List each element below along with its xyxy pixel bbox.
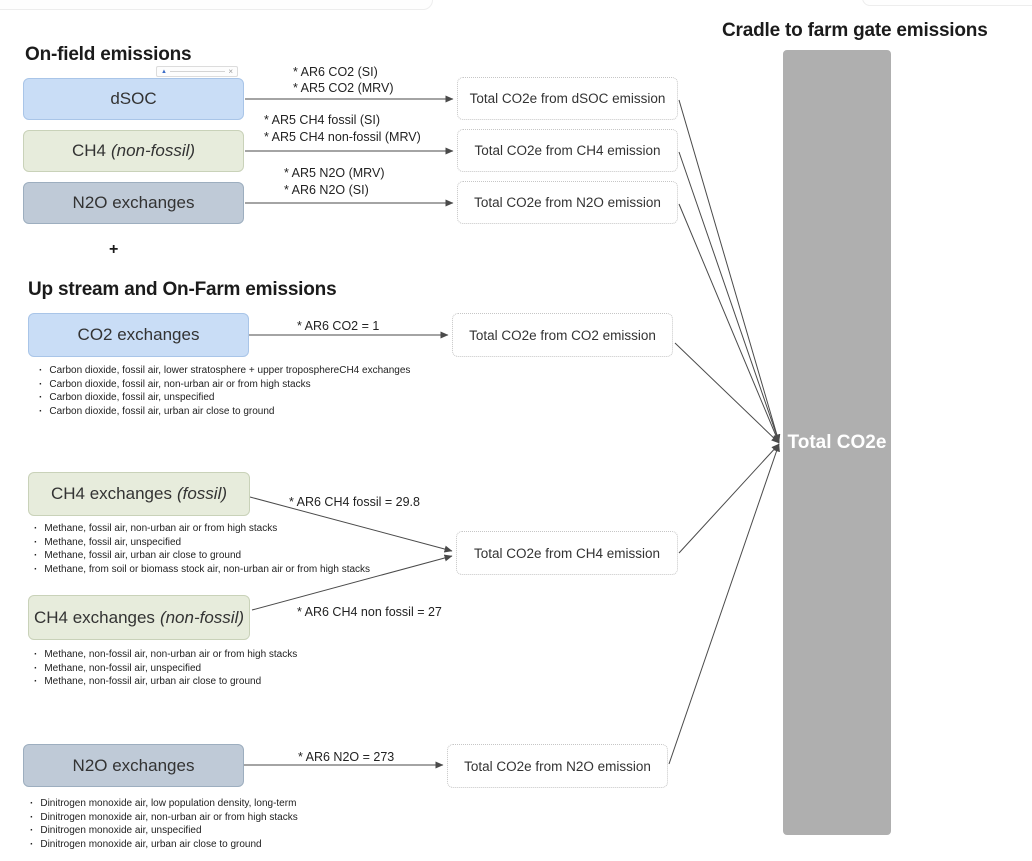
factor-ar6-ch4-fossil: * AR6 CH4 fossil = 29.8: [289, 495, 420, 509]
list-item: Methane, fossil air, non-urban air or fr…: [34, 524, 370, 534]
node-ch4-fossil-qualifier: (fossil): [176, 484, 228, 503]
total-box-dsoc: Total CO2e from dSOC emission: [457, 77, 678, 120]
list-item: Methane, from soil or biomass stock air,…: [34, 564, 370, 575]
comment-line: [169, 71, 226, 72]
comment-marker-icon: ▲: [161, 68, 167, 75]
n2o-exchange-list: Dinitrogen monoxide air, low population …: [30, 799, 298, 853]
list-item: Carbon dioxide, fossil air, urban air cl…: [39, 406, 410, 417]
factor-ar5-co2-mrv: * AR5 CO2 (MRV): [293, 81, 394, 95]
factor-ar6-ch4-nonfossil: * AR6 CH4 non fossil = 27: [297, 605, 442, 619]
total-box-co2: Total CO2e from CO2 emission: [452, 313, 673, 357]
list-item: Methane, fossil air, unspecified: [34, 537, 370, 548]
node-n2o-bottom-label: N2O exchanges: [72, 755, 195, 775]
heading-cradle-to-farm-gate: Cradle to farm gate emissions: [722, 20, 988, 41]
list-item: Methane, non-fossil air, non-urban air o…: [34, 650, 297, 660]
ch4-nonfossil-list: Methane, non-fossil air, non-urban air o…: [34, 650, 297, 691]
total-co2e-bar: Total CO2e: [783, 50, 891, 835]
window-edge-top-right: [862, 0, 1032, 6]
heading-upstream-on-farm: Up stream and On-Farm emissions: [28, 279, 337, 300]
node-co2-label: CO2 exchanges: [77, 325, 200, 344]
node-n2o-top: N2O exchanges: [23, 182, 244, 224]
window-edge-top-left: [0, 0, 433, 10]
node-co2-exchanges: CO2 exchanges: [28, 313, 249, 357]
ch4-fossil-list: Methane, fossil air, non-urban air or fr…: [34, 524, 370, 578]
list-item: Carbon dioxide, fossil air, unspecified: [39, 393, 410, 403]
total-box-n2o-top: Total CO2e from N2O emission: [457, 181, 678, 224]
node-ch4-top-label: CH4: [71, 141, 106, 160]
total-box-co2-label: Total CO2e from CO2 emission: [469, 327, 656, 343]
heading-on-field-emissions: On-field emissions: [25, 44, 192, 65]
list-item: Dinitrogen monoxide air, non-urban air o…: [30, 812, 297, 823]
node-ch4-fossil: CH4 exchanges (fossil): [28, 472, 250, 516]
comment-artifact: ▲ ×: [156, 66, 238, 77]
factor-ar5-n2o-mrv: * AR5 N2O (MRV): [284, 166, 385, 180]
plus-sign: +: [109, 241, 119, 258]
total-co2e-label: Total CO2e: [787, 431, 887, 453]
total-box-dsoc-label: Total CO2e from dSOC emission: [469, 91, 666, 106]
list-item: Dinitrogen monoxide air, urban air close…: [30, 839, 298, 850]
list-item: Methane, fossil air, urban air close to …: [34, 551, 370, 561]
factor-ar5-ch4-nonfossil-mrv: * AR5 CH4 non-fossil (MRV): [264, 130, 421, 144]
node-n2o-bottom: N2O exchanges: [23, 744, 244, 787]
node-n2o-top-label: N2O exchanges: [72, 193, 195, 212]
total-box-ch4-top: Total CO2e from CH4 emission: [457, 129, 678, 172]
node-ch4-nonfossil-label: CH4 exchanges: [33, 607, 155, 627]
factor-ar6-co2-si: * AR6 CO2 (SI): [293, 65, 378, 79]
total-box-n2o-bottom: Total CO2e from N2O emission: [447, 744, 668, 788]
node-ch4-top-qualifier: (non-fossil): [110, 141, 196, 160]
factor-ar6-co2-1: * AR6 CO2 = 1: [297, 319, 380, 333]
total-box-ch4-mid-label: Total CO2e from CH4 emission: [473, 545, 661, 561]
factor-ar6-n2o-si: * AR6 N2O (SI): [284, 183, 369, 197]
close-icon[interactable]: ×: [228, 66, 233, 76]
node-dsoc: dSOC: [23, 78, 244, 120]
co2-exchange-list: Carbon dioxide, fossil air, lower strato…: [39, 366, 410, 420]
factor-ar5-ch4-fossil-si: * AR5 CH4 fossil (SI): [264, 113, 381, 127]
node-ch4-nonfossil-qualifier: (non-fossil): [159, 607, 245, 627]
total-box-n2o-top-label: Total CO2e from N2O emission: [474, 195, 661, 210]
list-item: Carbon dioxide, fossil air, non-urban ai…: [39, 379, 410, 390]
list-item: Dinitrogen monoxide air, low population …: [30, 799, 298, 809]
list-item: Methane, non-fossil air, unspecified: [34, 663, 297, 674]
node-ch4-nonfossil-top: CH4 (non-fossil): [23, 130, 244, 172]
list-item: Carbon dioxide, fossil air, lower strato…: [39, 366, 410, 376]
node-dsoc-label: dSOC: [110, 89, 157, 108]
total-box-ch4-mid: Total CO2e from CH4 emission: [456, 531, 678, 575]
total-box-n2o-bottom-label: Total CO2e from N2O emission: [464, 758, 651, 774]
list-item: Methane, non-fossil air, urban air close…: [34, 677, 297, 687]
factor-ar6-n2o-273: * AR6 N2O = 273: [298, 750, 395, 764]
node-ch4-fossil-label: CH4 exchanges: [50, 484, 172, 503]
node-ch4-nonfossil: CH4 exchanges (non-fossil): [28, 595, 250, 640]
list-item: Dinitrogen monoxide air, unspecified: [30, 826, 298, 836]
total-box-ch4-top-label: Total CO2e from CH4 emission: [474, 143, 661, 158]
